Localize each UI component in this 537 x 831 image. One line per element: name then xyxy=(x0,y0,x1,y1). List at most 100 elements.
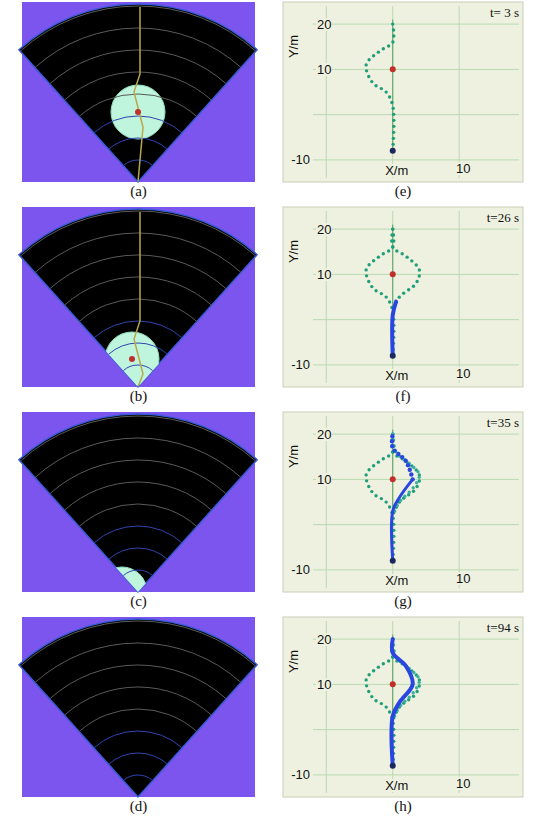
trajectory-dot xyxy=(391,22,394,25)
trajectory-dot xyxy=(388,300,391,303)
trajectory-dot xyxy=(390,444,394,448)
grid-line xyxy=(459,211,460,383)
trajectory-dot xyxy=(392,131,395,134)
trajectory-dot xyxy=(392,28,395,31)
grid-line xyxy=(459,6,460,178)
trajectory-dot xyxy=(392,448,396,452)
trajectory-dot xyxy=(408,696,411,699)
time-stamp: t=94 s xyxy=(486,621,520,634)
trajectory-dot xyxy=(412,466,415,469)
trajectory-dot xyxy=(415,690,418,693)
trajectory-dot xyxy=(410,259,413,262)
plot-background xyxy=(283,412,523,592)
tick-label: 10 xyxy=(316,473,332,486)
start-point xyxy=(390,763,396,769)
panel-caption: (e) xyxy=(395,184,412,199)
trajectory-plot xyxy=(283,2,523,182)
trajectory-dot xyxy=(387,44,390,47)
trajectory-dot xyxy=(391,245,394,248)
trajectory-dot xyxy=(370,285,373,288)
grid-line xyxy=(326,416,327,588)
trajectory-dot xyxy=(377,460,380,463)
sonar-fan xyxy=(19,414,257,592)
trajectory-dot xyxy=(392,113,395,116)
trajectory-dot xyxy=(365,69,368,72)
trajectory-dot xyxy=(382,457,385,460)
trajectory-dot xyxy=(364,678,367,681)
axis-title: Y/m xyxy=(288,34,301,59)
range-ring xyxy=(109,753,168,764)
obstacle-point xyxy=(390,66,396,72)
trajectory-dot xyxy=(380,702,383,705)
trajectory-dot xyxy=(387,454,390,457)
target-blob xyxy=(97,567,147,617)
trajectory-dot xyxy=(377,255,380,258)
trajectory-dot xyxy=(390,233,393,236)
range-ring xyxy=(64,72,211,100)
range-ring xyxy=(123,775,152,781)
trajectory-plot xyxy=(283,207,523,387)
panel-caption: (b) xyxy=(130,389,148,404)
grid-line xyxy=(313,774,519,775)
trajectory-dot xyxy=(396,452,400,456)
trajectory-dot xyxy=(370,80,373,83)
trajectory-dot xyxy=(390,101,393,104)
grid-line xyxy=(326,211,327,383)
trajectory-dot xyxy=(412,671,415,674)
grid-line xyxy=(313,684,519,685)
trajectory-dot xyxy=(390,239,393,242)
trajectory-dot xyxy=(406,463,410,467)
trajectory-dot xyxy=(391,40,394,43)
trajectory-dot xyxy=(411,486,414,489)
trajectory-dot xyxy=(418,268,421,271)
grid-line xyxy=(313,364,519,365)
trajectory-dot xyxy=(391,227,394,230)
actual-trajectory xyxy=(392,479,413,560)
trajectory-dot xyxy=(417,681,420,684)
range-ring xyxy=(79,709,197,732)
trajectory-dot xyxy=(367,263,370,266)
trajectory-dot xyxy=(412,695,415,698)
tick-label: 10 xyxy=(455,162,471,175)
trajectory-dot xyxy=(374,84,377,87)
trajectory-dot xyxy=(392,34,395,37)
axis-title: Y/m xyxy=(288,444,301,469)
trajectory-dot xyxy=(392,119,395,122)
range-ring xyxy=(123,160,152,166)
trajectory-dot xyxy=(365,479,368,482)
sonar-image xyxy=(19,412,257,617)
grid-line xyxy=(459,416,460,588)
range-ring xyxy=(64,277,211,305)
trajectory-dot xyxy=(367,468,370,471)
grid-line xyxy=(326,621,327,793)
time-stamp: t=26 s xyxy=(486,211,520,224)
start-point xyxy=(390,353,396,359)
axis-title: X/m xyxy=(384,779,409,792)
range-ring xyxy=(94,526,182,543)
grid-line xyxy=(313,24,519,25)
trajectory-dot xyxy=(372,669,375,672)
panel-caption: (a) xyxy=(130,184,147,199)
tick-label: 20 xyxy=(316,18,332,31)
trajectory-dot xyxy=(410,477,414,481)
trajectory-dot xyxy=(391,143,394,146)
trajectory-dot xyxy=(364,268,367,271)
plot-background xyxy=(283,2,523,182)
range-ring xyxy=(79,299,197,322)
grid-line xyxy=(313,274,519,275)
trajectory-dot xyxy=(380,87,383,90)
panel-caption: (f) xyxy=(396,389,411,404)
range-ring xyxy=(20,621,256,666)
start-point xyxy=(390,148,396,154)
trajectory-dot xyxy=(388,710,391,713)
tick-label: -10 xyxy=(290,563,311,576)
trajectory-dot xyxy=(367,690,370,693)
trajectory-dot xyxy=(415,280,418,283)
tick-label: 20 xyxy=(316,223,332,236)
trajectory-dot xyxy=(391,227,394,230)
panel-caption: (c) xyxy=(130,594,147,609)
tick-label: -10 xyxy=(290,358,311,371)
time-stamp: t= 3 s xyxy=(489,6,520,19)
range-ring xyxy=(20,211,256,256)
trajectory-plot xyxy=(283,617,523,797)
